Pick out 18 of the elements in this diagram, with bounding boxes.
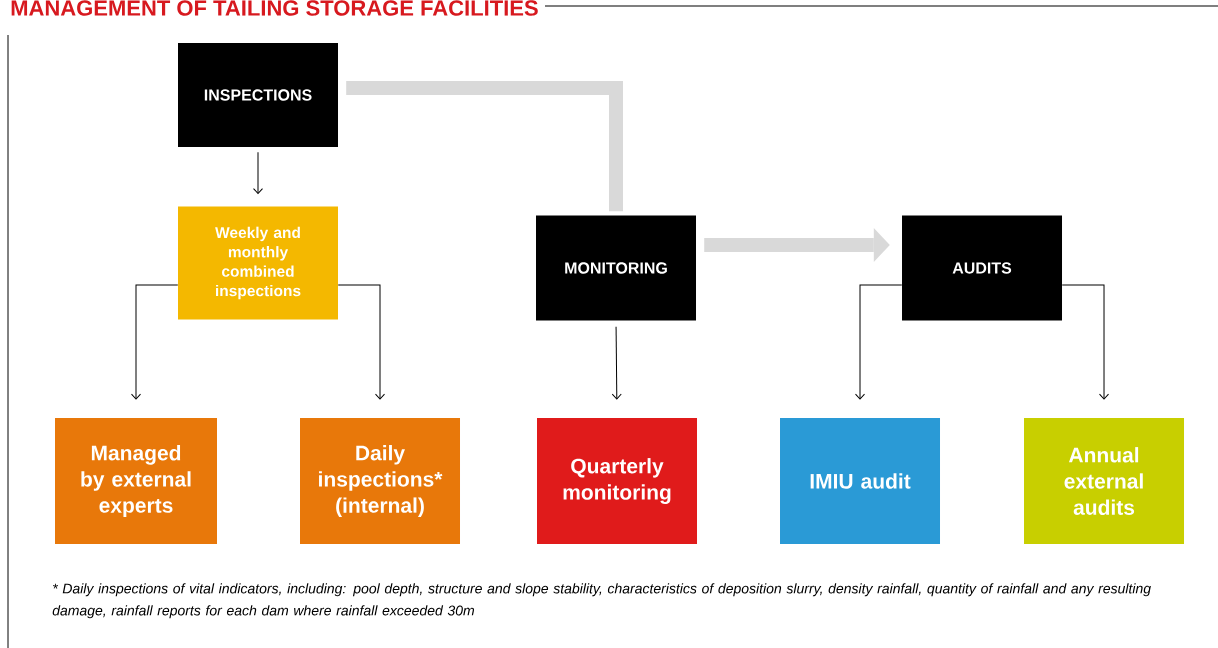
- footnote: * Daily inspections of vital indicators, including: pool depth, structure and slope stability, characteristics of deposition slurry, density rainfall, quantity of rainfall and any resulting damage, rainfall reports for each dam where rainfall exceeded 30m: [52, 583, 1151, 619]
- title: MANAGEMENT OF TAILING STORAGE FACILITIES: [11, 0, 538, 16]
- arrow: [704, 228, 890, 262]
- arrow: [855, 284, 903, 400]
- process-box: AUDITS: [902, 215, 1062, 321]
- process-box: MONITORING: [536, 215, 696, 321]
- process-box: Weekly and monthly combined inspections: [178, 206, 338, 320]
- arrow: [253, 151, 263, 195]
- result-box: Quarterly monitoring: [537, 418, 697, 544]
- result-box: Managed by external experts: [55, 418, 217, 544]
- result-box: IMIU audit: [780, 418, 940, 544]
- arrow: [1061, 284, 1109, 400]
- arrow: [337, 284, 385, 400]
- arrow: [131, 284, 179, 400]
- process-box: INSPECTIONS: [178, 43, 338, 147]
- result-box: Daily inspections* (internal): [300, 418, 460, 544]
- arrow: [611, 326, 622, 400]
- result-box: Annual external audits: [1024, 418, 1184, 544]
